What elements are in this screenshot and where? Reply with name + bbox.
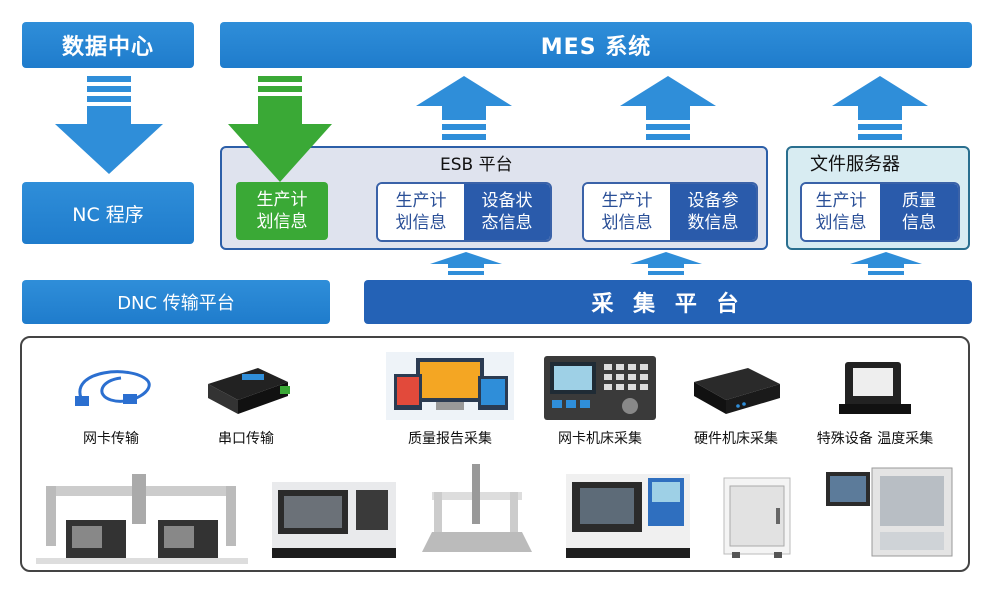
green-plan-box: 生产计 划信息 <box>236 182 328 240</box>
cnc-panel-icon <box>544 356 656 420</box>
gantry-machine <box>36 474 248 564</box>
device-cnc-panel: 网卡机床采集 <box>540 356 660 448</box>
file-server-pair: 生产计 划信息 质量 信息 <box>800 182 960 242</box>
mes-system-box: MES 系统 <box>220 22 972 68</box>
device-label: 特殊设备 温度采集 <box>816 431 934 447</box>
pair-right: 设备参 数信息 <box>670 184 756 240</box>
green-down-arrow-icon <box>228 76 332 182</box>
cnc-lathe <box>272 482 396 558</box>
nc-program-label: NC 程序 <box>72 203 144 226</box>
temperature-module-icon <box>839 362 911 414</box>
down-arrow-icon <box>55 76 163 174</box>
data-center-box: 数据中心 <box>22 22 194 68</box>
up-arrow-icon <box>620 76 716 140</box>
serial-adapter-icon <box>208 368 290 414</box>
file-server-title: 文件服务器 <box>810 154 900 175</box>
pair-right: 设备状 态信息 <box>464 184 550 240</box>
dnc-platform-label: DNC 传输平台 <box>117 293 235 314</box>
mes-system-label: MES 系统 <box>540 35 652 60</box>
device-network: 网卡传输 <box>56 360 166 448</box>
turning-center <box>566 474 690 558</box>
device-label: 硬件机床采集 <box>694 431 778 447</box>
device-label: 网卡传输 <box>83 431 139 447</box>
test-chamber <box>826 467 953 557</box>
device-label: 串口传输 <box>218 431 274 447</box>
dnc-platform-box: DNC 传输平台 <box>22 280 330 324</box>
small-up-arrow-icon <box>630 252 702 275</box>
hardware-box-icon <box>694 368 780 414</box>
device-serial: 串口传输 <box>196 360 296 448</box>
nc-program-box: NC 程序 <box>22 182 194 244</box>
data-center-label: 数据中心 <box>61 35 154 60</box>
device-quality: 质量报告采集 <box>380 352 520 448</box>
pair-left: 生产计 划信息 <box>378 184 464 240</box>
esb-pair-2: 生产计 划信息 设备参 数信息 <box>582 182 758 242</box>
device-hardware: 硬件机床采集 <box>676 360 796 448</box>
device-label: 网卡机床采集 <box>558 431 642 447</box>
esb-pair-1: 生产计 划信息 设备状 态信息 <box>376 182 552 242</box>
pair-left: 生产计 划信息 <box>802 184 880 240</box>
small-up-arrow-icon <box>430 252 502 275</box>
collect-platform-box: 采 集 平 台 <box>364 280 972 324</box>
device-label: 质量报告采集 <box>408 431 492 447</box>
cmm-machine <box>422 464 532 552</box>
device-temperature: 特殊设备 温度采集 <box>800 356 950 448</box>
oven-cabinet <box>723 477 791 558</box>
green-plan-label: 生产计 划信息 <box>256 190 308 232</box>
collect-platform-label: 采 集 平 台 <box>591 292 745 317</box>
up-arrow-icon <box>416 76 512 140</box>
small-up-arrow-icon <box>850 252 922 275</box>
pair-right: 质量 信息 <box>880 184 958 240</box>
network-cable-icon <box>75 370 151 406</box>
up-arrow-icon <box>832 76 928 140</box>
pair-left: 生产计 划信息 <box>584 184 670 240</box>
devices-report-icon <box>386 352 514 420</box>
esb-title: ESB 平台 <box>440 155 513 175</box>
